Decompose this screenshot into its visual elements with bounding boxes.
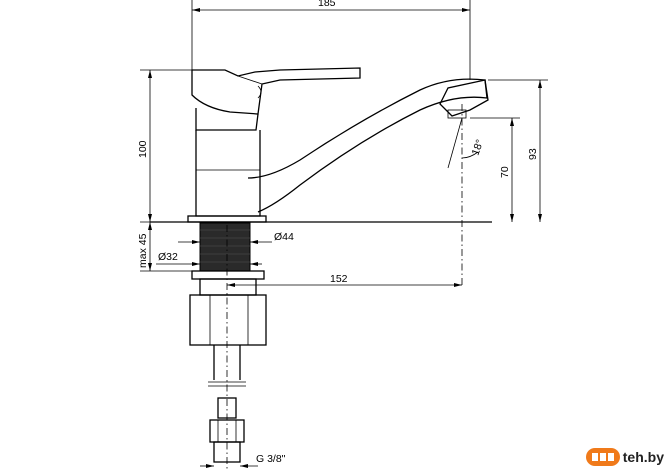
watermark-brand: teh.by bbox=[622, 449, 664, 465]
mounting-nut bbox=[189, 294, 267, 346]
body-upper bbox=[195, 108, 259, 131]
body-main bbox=[195, 130, 261, 217]
watermark: teh.by bbox=[585, 447, 664, 467]
dimensions: 185 100 93 70 18° max 45 bbox=[137, 0, 548, 468]
faucet-body bbox=[150, 67, 492, 223]
logo-mark bbox=[585, 448, 620, 466]
lever-handle bbox=[191, 67, 361, 115]
aerator bbox=[439, 79, 489, 117]
dim-outlet-height: 70 bbox=[499, 166, 511, 178]
dim-connection-thread: G 3/8" bbox=[256, 453, 286, 465]
base-flange bbox=[187, 215, 267, 223]
dim-overall-width: 185 bbox=[318, 0, 336, 9]
dim-aerator-angle: 18° bbox=[470, 138, 487, 157]
dim-height-total: 100 bbox=[137, 140, 149, 158]
spout bbox=[247, 78, 488, 213]
dim-mount-thickness: max 45 bbox=[137, 233, 149, 268]
dim-spout-height: 93 bbox=[527, 148, 539, 160]
dim-hole-diameter: Ø32 bbox=[158, 251, 178, 263]
dim-base-diameter: Ø44 bbox=[274, 231, 294, 243]
mounting-assembly bbox=[189, 222, 267, 470]
threaded-rod bbox=[199, 222, 251, 272]
dim-spout-reach: 152 bbox=[330, 273, 348, 285]
